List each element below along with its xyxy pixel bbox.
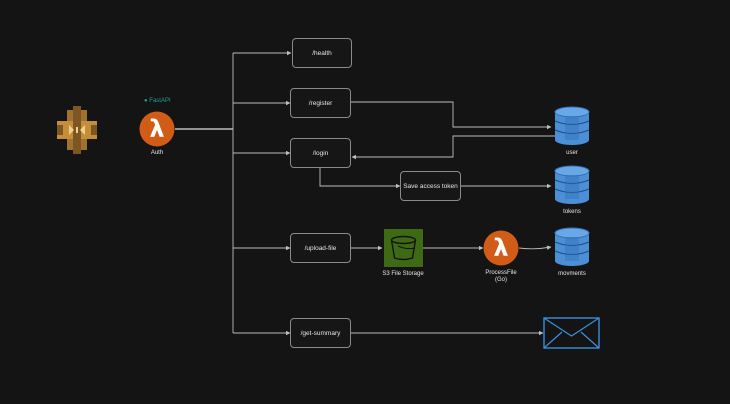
summary-label: /get-summary xyxy=(300,329,341,337)
edge-process-movements xyxy=(518,245,552,250)
svg-text:λ: λ xyxy=(493,234,508,262)
edge-user-login xyxy=(351,135,555,160)
health-endpoint[interactable]: /health xyxy=(292,38,352,68)
svg-text:λ: λ xyxy=(149,115,164,143)
summary-endpoint[interactable]: /get-summary xyxy=(290,318,351,348)
health-label: /health xyxy=(312,49,332,57)
login-label: /login xyxy=(312,149,329,157)
auth-label: Auth xyxy=(150,150,164,156)
upload-label: /upload-file xyxy=(304,244,337,252)
dynamodb-icon xyxy=(554,165,590,205)
process-label-line1: ProcessFile xyxy=(485,270,517,276)
process-label-line2: (Go) xyxy=(495,277,507,283)
dynamodb-icon xyxy=(554,227,590,267)
fastapi-label: FastAPI xyxy=(149,98,171,104)
login-endpoint[interactable]: /login xyxy=(290,138,351,168)
connectors xyxy=(175,50,555,336)
fastapi-icon: ● xyxy=(144,98,148,104)
email-icon xyxy=(543,317,600,349)
register-endpoint[interactable]: /register xyxy=(290,88,351,118)
user-table-label: user xyxy=(566,150,578,156)
save-token-step[interactable]: Save access token xyxy=(400,171,461,201)
s3-bucket-icon xyxy=(384,229,423,267)
edge-register-user xyxy=(351,101,552,130)
edge-login-save xyxy=(319,168,401,189)
lambda-icon: λ xyxy=(139,111,175,147)
fastapi-badge: ● FastAPI xyxy=(144,98,171,104)
save-token-label: Save access token xyxy=(403,182,458,190)
s3-label: S3 File Storage xyxy=(382,271,424,277)
lambda-icon: λ xyxy=(483,230,519,266)
movements-table-label: movments xyxy=(558,271,586,277)
tokens-table-label: tokens xyxy=(563,209,581,215)
upload-endpoint[interactable]: /upload-file xyxy=(290,233,351,263)
dynamodb-icon xyxy=(554,106,590,146)
register-label: /register xyxy=(308,99,333,107)
api-gateway-icon xyxy=(57,106,97,154)
